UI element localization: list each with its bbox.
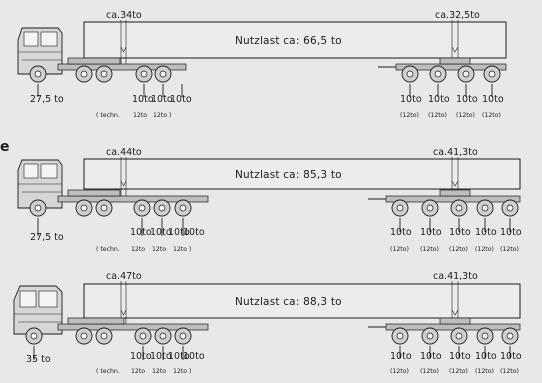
dolly-note: (12to) (449, 368, 468, 375)
steer-axle-label: 27,5 to (30, 94, 64, 105)
tractor-note: ( techn. (96, 246, 120, 253)
dolly-note: (12to) (428, 112, 447, 119)
tractor-axle-label: 10to (168, 227, 190, 238)
dolly-axle-label: 10to (428, 94, 450, 105)
dolly-axle-label: 10to (449, 227, 471, 238)
dolly-note: (12to) (500, 368, 519, 375)
dolly-1 (378, 57, 507, 97)
dolly-note: (12to) (500, 246, 519, 253)
dolly-note: (12to) (390, 246, 409, 253)
dolly-2 (368, 189, 521, 232)
dolly-axle-label: 10to (500, 351, 522, 362)
tractor-note: 12to (133, 112, 147, 119)
payload-beam (83, 21, 507, 59)
tractor-axle-label: 10to (183, 351, 205, 362)
tractor-note: 12to (152, 246, 166, 253)
dolly-axle-label: 10to (400, 94, 422, 105)
dolly-note: (12to) (475, 246, 494, 253)
dolly-note: (12to) (420, 368, 439, 375)
dolly-axle-label: 10to (500, 227, 522, 238)
tractor-note: ( techn. (96, 368, 120, 375)
tractor-3 (13, 285, 209, 360)
tractor-note: 12to ) (153, 112, 171, 119)
payload-beam (83, 158, 521, 190)
dolly-axle-label: 10to (475, 351, 497, 362)
tractor-axle-label: 10to (151, 94, 173, 105)
tractor-axle-label: 10to (132, 94, 154, 105)
tractor-note: 12to ) (173, 246, 191, 253)
front-load-label: ca.34to (106, 10, 142, 21)
tractor-note: ( techn. (96, 112, 120, 119)
dolly-note: (12to) (475, 368, 494, 375)
tractor-axle-label: 10to (150, 351, 172, 362)
dolly-axle-label: 10to (456, 94, 478, 105)
payload-beam (83, 283, 521, 319)
rear-load-label: ca.41,3to (433, 271, 478, 282)
config-2: Nutzlast ca: 85,3 to ca.44to ca.41,3to (17, 147, 522, 253)
tractor-axle-label: 10to (130, 351, 152, 362)
dolly-axle-label: 10to (449, 351, 471, 362)
front-load-label: ca.47to (106, 271, 142, 282)
dolly-axle-label: 10to (420, 227, 442, 238)
dolly-note: (12to) (400, 112, 419, 119)
dolly-3 (368, 317, 521, 358)
payload-label: Nutzlast ca: 66,5 to (235, 35, 342, 47)
dolly-axle-label: 10to (390, 227, 412, 238)
payload-label: Nutzlast ca: 88,3 to (235, 296, 342, 308)
front-load-label: ca.44to (106, 147, 142, 158)
tractor-note: 12to (131, 246, 145, 253)
tractor-axle-label: 10to (170, 94, 192, 105)
dolly-note: (12to) (482, 112, 501, 119)
dolly-axle-label: 10to (475, 227, 497, 238)
tractor-axle-label: 10to (150, 227, 172, 238)
tractor-1 (17, 27, 187, 97)
tractor-axle-label: 10to (130, 227, 152, 238)
dolly-note: (12to) (449, 246, 468, 253)
payload-label: Nutzlast ca: 85,3 to (235, 169, 342, 181)
dolly-note: (12to) (420, 246, 439, 253)
config-1: Nutzlast ca: 66,5 to ca.34to ca.32,5to (17, 10, 507, 119)
dolly-note: (12to) (456, 112, 475, 119)
tractor-note: 12to (131, 368, 145, 375)
rear-load-label: ca.41,3to (433, 147, 478, 158)
config-3: Nutzlast ca: 88,3 to ca.47to ca.41,3to (13, 271, 522, 375)
page-marker: e (0, 139, 10, 155)
tractor-axle-label: 10to (183, 227, 205, 238)
steer-axle-label: 35 to (26, 354, 51, 365)
dolly-axle-label: 10to (390, 351, 412, 362)
rear-load-label: ca.32,5to (435, 10, 480, 21)
dolly-axle-label: 10to (482, 94, 504, 105)
dolly-axle-label: 10to (420, 351, 442, 362)
dolly-note: (12to) (390, 368, 409, 375)
tractor-2 (17, 159, 209, 236)
tractor-note: 12to (152, 368, 166, 375)
steer-axle-label: 27,5 to (30, 232, 64, 243)
tractor-note: 12to ) (173, 368, 191, 375)
tractor-axle-label: 10to (168, 351, 190, 362)
